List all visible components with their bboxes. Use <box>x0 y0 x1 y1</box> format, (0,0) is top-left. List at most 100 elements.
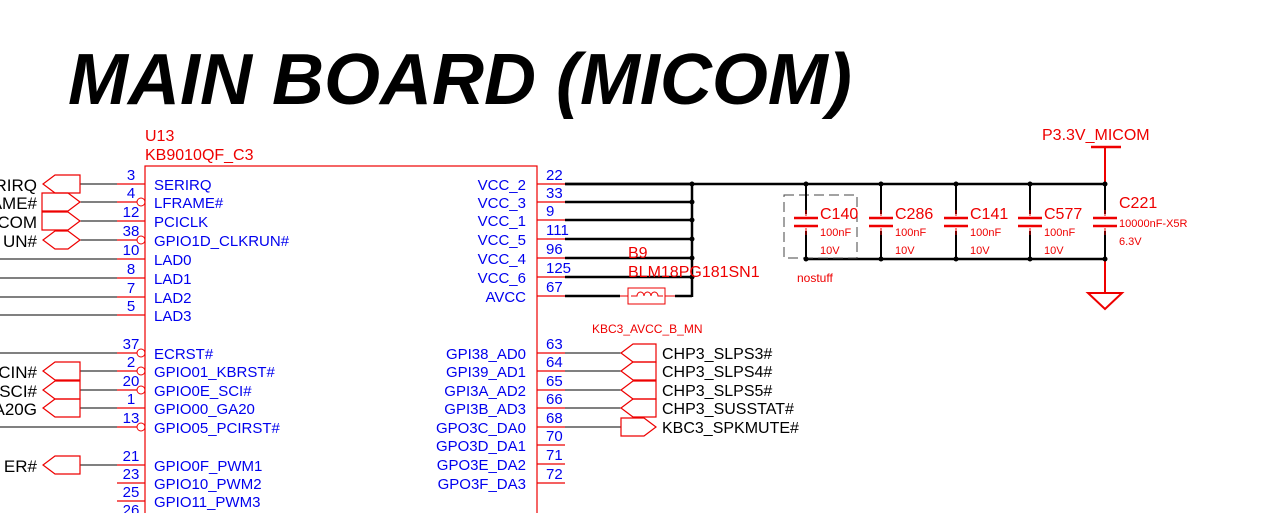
pin-number: 20 <box>123 373 140 390</box>
junction-dot <box>878 256 884 262</box>
net-label: CHP3_SLPS4# <box>662 364 772 381</box>
net-label: COM <box>0 213 37 232</box>
cap-value: 100nF <box>820 227 851 239</box>
pin-number: 67 <box>546 279 563 296</box>
cap-ref: C221 <box>1119 195 1157 212</box>
pin-name: GPO3E_DA2 <box>437 457 526 474</box>
pin-name: LFRAME# <box>154 195 224 212</box>
pin-name: GPIO10_PWM2 <box>154 476 262 493</box>
junction-dot <box>803 256 809 262</box>
offpage-connector <box>42 398 81 418</box>
pin-number: 25 <box>123 484 140 501</box>
pin-number: 68 <box>546 410 563 427</box>
offpage-connector <box>42 380 81 400</box>
net-label: UN# <box>3 232 38 251</box>
cap-voltage: 10V <box>1044 245 1064 257</box>
pin-name: GPIO1D_CLKRUN# <box>154 233 290 250</box>
pin-number: 5 <box>127 298 135 315</box>
nostuff-box <box>783 194 858 259</box>
net-label: KBC3_SPKMUTE# <box>662 420 799 437</box>
pin-number: 4 <box>127 185 135 202</box>
pin-name: GPIO11_PWM3 <box>154 494 260 511</box>
junction-dot <box>689 217 695 223</box>
junction-dot <box>689 236 695 242</box>
junction-dot <box>689 181 695 187</box>
bead-ref: B9 <box>628 245 648 262</box>
cap-voltage: 10V <box>970 245 990 257</box>
pin-number: 21 <box>123 448 140 465</box>
pin-number: 10 <box>123 242 140 259</box>
pin-number: 8 <box>127 261 135 278</box>
junction-dot <box>953 181 959 187</box>
pin-name: VCC_2 <box>478 177 526 194</box>
cap-voltage: 6.3V <box>1119 236 1142 248</box>
cap-ref: C141 <box>970 206 1008 223</box>
junction-dot <box>689 255 695 261</box>
pin-name: GPO3D_DA1 <box>436 438 526 455</box>
net-label: CHP3_SLPS5# <box>662 383 772 400</box>
offpage-connector <box>620 343 657 363</box>
junction-dot <box>689 199 695 205</box>
cap-ref: C286 <box>895 206 933 223</box>
net-label: CHP3_SLPS3# <box>662 346 772 363</box>
pin-number: 65 <box>546 373 563 390</box>
chip-body <box>144 165 538 513</box>
cap-ref: C140 <box>820 206 858 223</box>
pin-name: SERIRQ <box>154 177 212 194</box>
pin-name: GPIO05_PCIRST# <box>154 420 281 437</box>
pin-number: 71 <box>546 447 563 464</box>
pin-name: GPO3F_DA3 <box>438 476 526 493</box>
chip-ref: U13 <box>145 128 174 145</box>
pin-name: GPI38_AD0 <box>446 346 526 363</box>
pin-name: LAD0 <box>154 252 192 269</box>
pin-name: PCICLK <box>154 214 208 231</box>
pin-number: 7 <box>127 280 135 297</box>
cap-value: 10000nF-X5R <box>1119 218 1188 230</box>
offpage-connector <box>620 380 657 400</box>
pin-name: LAD2 <box>154 290 192 307</box>
pin-number: 33 <box>546 185 563 202</box>
net-label: ER# <box>4 457 38 476</box>
pin-number: 3 <box>127 167 135 184</box>
inverted-pin-bubble <box>136 348 146 358</box>
pin-number: 38 <box>123 223 140 240</box>
cap-value: 100nF <box>895 227 926 239</box>
pin-number: 1 <box>127 391 135 408</box>
offpage-connector <box>620 417 657 437</box>
junction-dot <box>1027 256 1033 262</box>
pin-name: VCC_4 <box>478 251 526 268</box>
pin-name: ECRST# <box>154 346 214 363</box>
junction-dot <box>689 274 695 280</box>
inverted-pin-bubble <box>136 385 146 395</box>
cap-value: 100nF <box>1044 227 1075 239</box>
inverted-pin-bubble <box>136 366 146 376</box>
cap-voltage: 10V <box>820 245 840 257</box>
net-label: CHP3_SUSSTAT# <box>662 401 794 418</box>
offpage-connector <box>42 174 81 194</box>
page-title: MAIN BOARD (MICOM) <box>68 40 852 120</box>
offpage-connector <box>620 361 657 381</box>
pin-name: VCC_5 <box>478 232 526 249</box>
bead-net-label: KBC3_AVCC_B_MN <box>592 322 702 336</box>
net-label: RIRQ <box>0 176 37 195</box>
pin-number: 111 <box>546 222 569 239</box>
pin-name: GPI3A_AD2 <box>444 383 526 400</box>
pin-name: GPI3B_AD3 <box>444 401 526 418</box>
pin-number: 64 <box>546 354 563 371</box>
pin-name: LAD1 <box>154 271 192 288</box>
pin-name: GPIO0F_PWM1 <box>154 458 262 475</box>
net-label: AME# <box>0 194 38 213</box>
net-label: A20G <box>0 400 37 419</box>
pin-name: GPIO00_GA20 <box>154 401 255 418</box>
pin-name: VCC_3 <box>478 195 526 212</box>
bead-part: BLM18PG181SN1 <box>628 264 760 281</box>
cap-note: nostuff <box>797 271 833 285</box>
ground-symbol <box>1085 292 1125 311</box>
cap-ref: C577 <box>1044 206 1082 223</box>
pin-number: 63 <box>546 336 563 353</box>
net-label: CIN# <box>0 363 38 382</box>
pin-name: GPO3C_DA0 <box>436 420 526 437</box>
pin-name: VCC_1 <box>478 213 526 230</box>
pin-number: 22 <box>546 167 563 184</box>
offpage-connector <box>42 361 81 381</box>
